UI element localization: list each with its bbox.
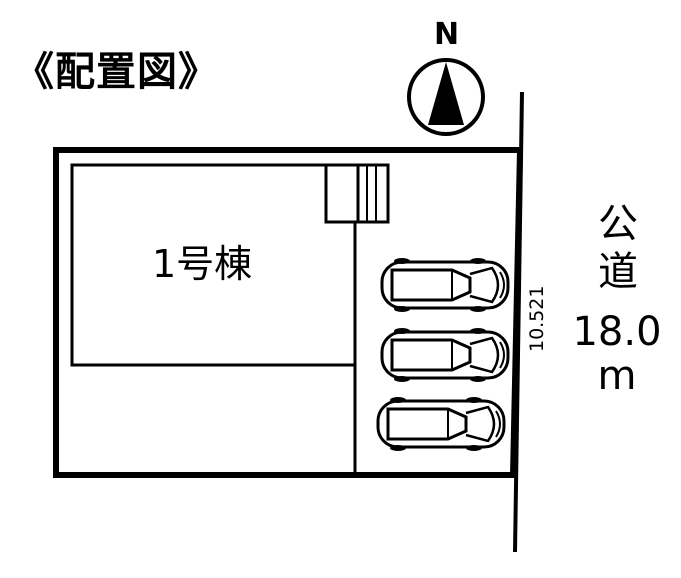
- road-width-unit: m: [597, 353, 637, 399]
- car-icon: [376, 395, 506, 453]
- road-name: 公道: [598, 201, 638, 295]
- entrance-steps: [324, 163, 390, 224]
- car-icon: [380, 326, 510, 384]
- page-title: 《配置図》: [14, 49, 219, 95]
- road-width: 18.0 m: [572, 310, 662, 398]
- building-label: 1号棟: [152, 242, 253, 286]
- building-outline: [70, 163, 357, 367]
- road-frontage-length: 10.521: [526, 285, 548, 352]
- car-icon: [380, 256, 510, 314]
- north-compass-icon: [407, 58, 485, 136]
- road-width-value: 18.0: [572, 309, 662, 355]
- north-label: N: [434, 17, 460, 52]
- lot-boundary: [53, 147, 524, 478]
